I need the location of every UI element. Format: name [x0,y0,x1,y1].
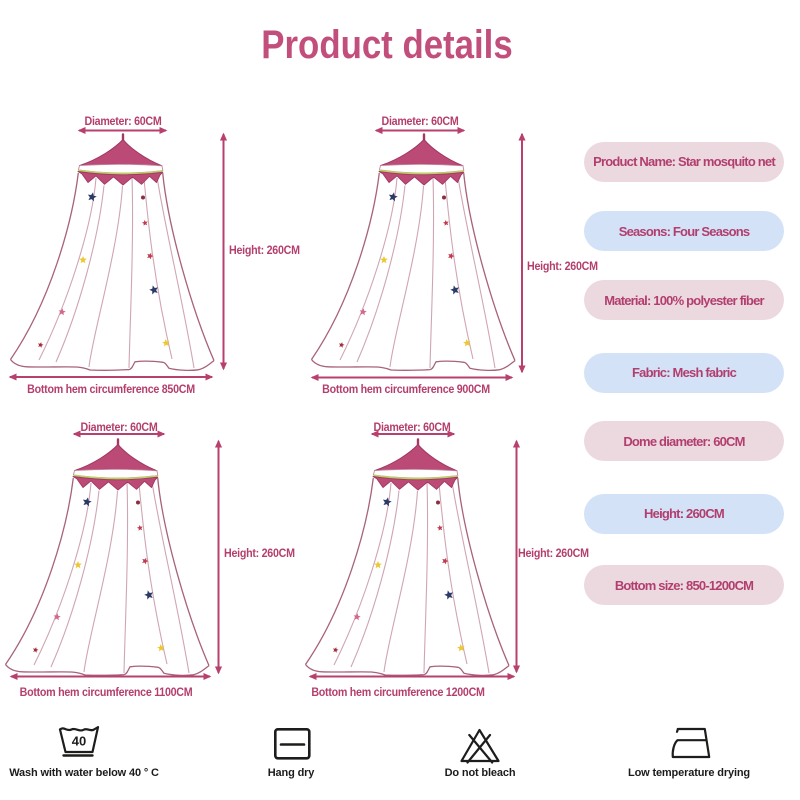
spec-pill-text: Dome diameter: 60CM [623,433,745,449]
bottom-label-3: Bottom hem circumference 1100CM [19,685,193,699]
care-label-wash: Wash with water below 40 ° C [9,767,159,779]
canopy-illustration-3 [6,440,210,676]
canopy-illustration-2 [312,135,516,371]
page-title: Product details [243,23,532,68]
spec-pill-material: Material: 100% polyester fiber [584,280,784,320]
page-title-text: Product details [261,23,513,67]
height-label-4: Height: 260CM [518,546,589,560]
spec-pill-text: Bottom size: 850-1200CM [614,577,754,593]
care-label-iron: Low temperature drying [628,767,750,779]
spec-pill-text: Fabric: Mesh fabric [632,365,737,380]
height-label-3: Height: 260CM [224,546,295,560]
spec-pill-product-name: Product Name: Star mosquito net [584,141,784,182]
spec-pill-fabric: Fabric: Mesh fabric [584,352,784,393]
bottom-label-4: Bottom hem circumference 1200CM [311,685,485,699]
care-label-hang-dry: Hang dry [267,767,315,779]
wash-40-icon: 40 [58,726,100,757]
spec-pill-bottom-size: Bottom size: 850-1200CM [584,565,784,605]
height-label-2: Height: 260CM [526,259,598,273]
spec-pill-seasons: Seasons: Four Seasons [584,211,784,251]
diameter-label-2: Diameter: 60CM [381,114,459,128]
wash-temperature-number: 40 [72,734,86,749]
spec-pill-height: Height: 260CM [584,493,784,534]
height-label-1: Height: 260CM [229,243,300,257]
do-not-bleach-icon [460,728,500,764]
diameter-label-1: Diameter: 60CM [84,114,161,128]
spec-pill-text: Seasons: Four Seasons [618,223,750,239]
iron-low-icon [671,727,711,759]
dimension-arrows [8,126,526,681]
bottom-label-1: Bottom hem circumference 850CM [27,382,195,396]
spec-pill-text: Height: 260CM [644,506,725,521]
diameter-label-4: Diameter: 60CM [373,419,451,434]
canopy-illustration-4 [306,440,510,676]
spec-pill-text: Material: 100% polyester fiber [604,292,764,308]
canopy-illustration-1 [11,135,215,371]
diameter-label-3: Diameter: 60CM [80,419,158,434]
spec-pill-dome-diameter: Dome diameter: 60CM [584,421,784,461]
hang-dry-icon [273,727,311,760]
care-label-do-not-bleach: Do not bleach [444,767,516,779]
bottom-label-2: Bottom hem circumference 900CM [322,382,490,396]
spec-pill-text: Product Name: Star mosquito net [593,154,776,169]
